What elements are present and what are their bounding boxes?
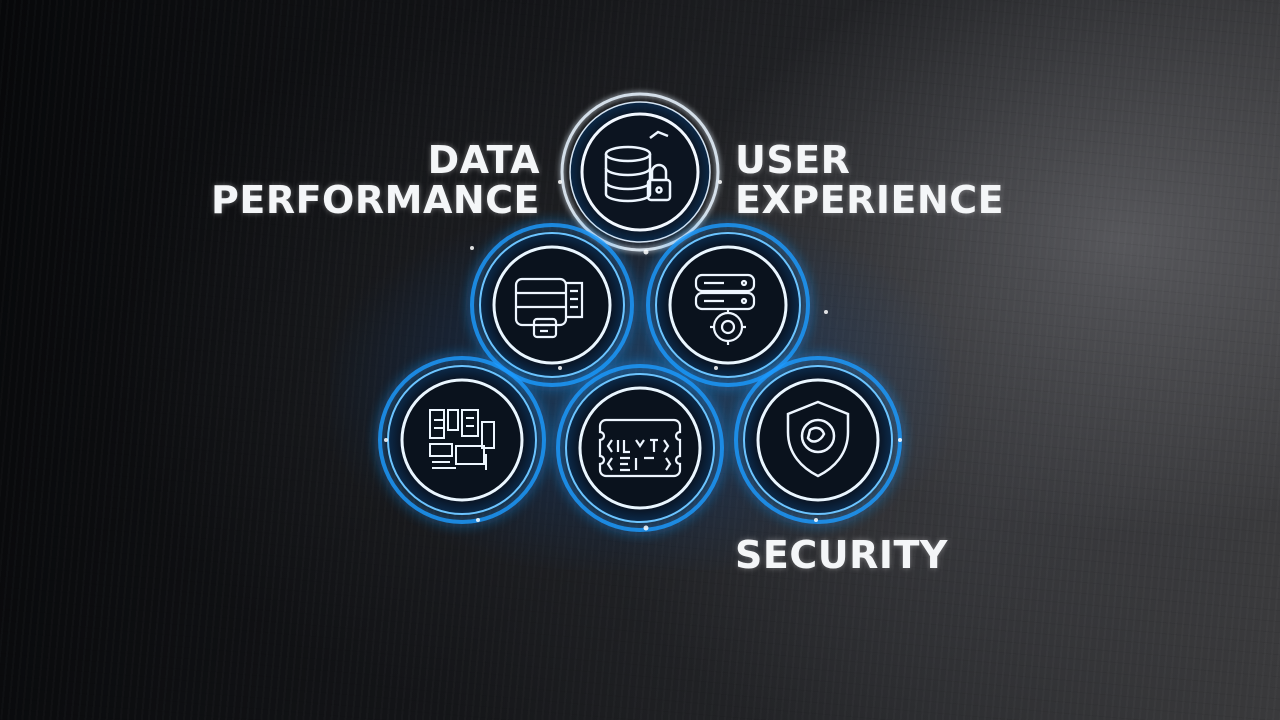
label-security: SECURITY [735,533,948,577]
code-block-icon [598,418,682,478]
sparkle-accents [384,180,902,531]
label-performance-line: PERFORMANCE [211,178,540,222]
node-bottom-left [378,356,546,524]
node-mid-right [646,223,810,387]
label-user-experience: USER EXPERIENCE [735,140,1004,220]
node-bottom-center [556,364,724,532]
node-top [560,92,720,252]
server-gear-icon [694,273,756,345]
label-experience-line: EXPERIENCE [735,178,1005,222]
database-document-icon [514,277,584,339]
node-bottom-right [734,356,902,524]
label-data-performance: DATA PERFORMANCE [211,140,540,220]
circuit-board-icon [429,409,495,470]
label-user-line: USER [735,138,851,182]
label-data-line: DATA [427,138,540,182]
shield-icon [786,400,850,478]
node-mid-left [470,223,634,387]
database-lock-icon [604,130,672,203]
